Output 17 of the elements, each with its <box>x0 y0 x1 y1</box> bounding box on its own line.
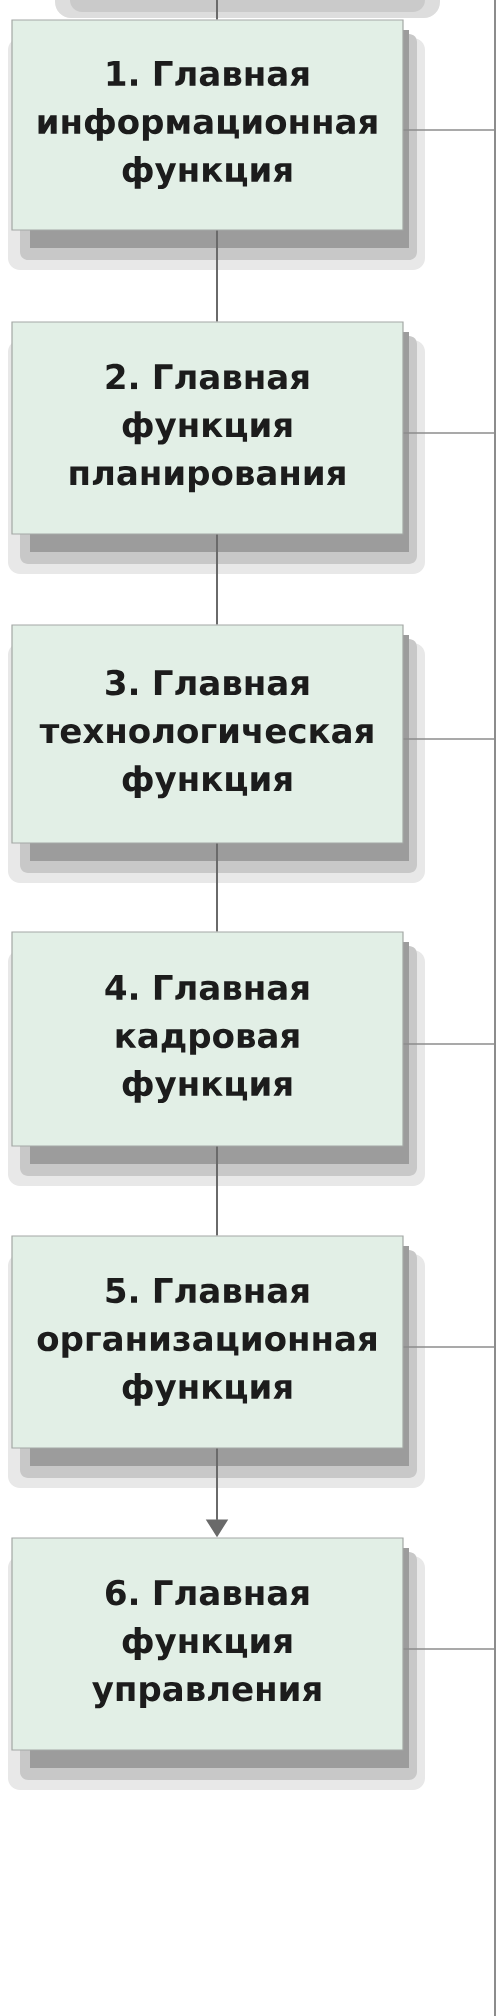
process-box: 3. Главная технологическая функция <box>8 624 425 883</box>
connector-line <box>216 229 218 323</box>
connector-line <box>402 1043 496 1045</box>
connector-line <box>402 129 496 131</box>
connector-line <box>402 432 496 434</box>
connector-line <box>216 1145 218 1237</box>
connector-line <box>216 533 218 626</box>
connector-line <box>216 842 218 933</box>
connector-line <box>216 0 218 21</box>
connector-line <box>402 738 496 740</box>
process-box: 5. Главная организационная функция <box>8 1235 425 1488</box>
process-box: 4. Главная кадровая функция <box>8 931 425 1186</box>
process-box: 6. Главная функция управления <box>8 1537 425 1790</box>
connector-line <box>402 1346 496 1348</box>
connector-line <box>402 1648 496 1650</box>
process-box: 2. Главная функция планирования <box>8 321 425 574</box>
process-box: 1. Главная информационная функция <box>8 19 425 270</box>
